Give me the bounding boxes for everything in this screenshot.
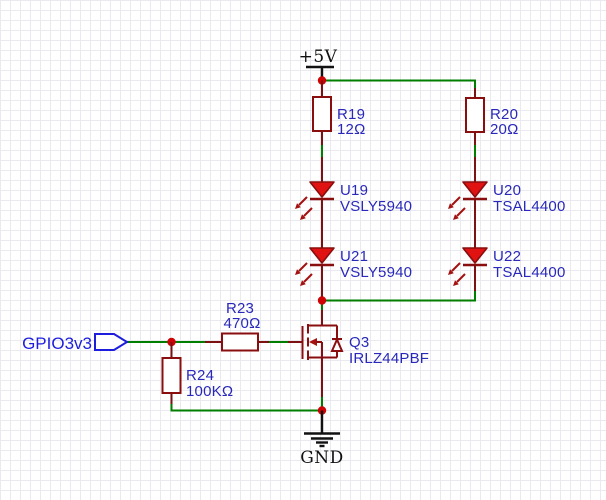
mosfet-q3-symbol[interactable] (288, 310, 344, 397)
u19-value-label[interactable]: VSLY5940 (340, 198, 412, 215)
u21-ref-label[interactable]: U21 (340, 248, 368, 265)
resistor-r23-symbol[interactable] (205, 332, 269, 352)
u21-value-label[interactable]: VSLY5940 (340, 264, 412, 281)
q3-ref-label[interactable]: Q3 (349, 334, 369, 351)
u22-value-label[interactable]: TSAL4400 (493, 264, 565, 281)
u19-ref-label[interactable]: U19 (340, 182, 368, 199)
power-flag-5v-icon[interactable] (306, 65, 334, 78)
wire-top-rail[interactable] (322, 79, 476, 90)
net-connector-gpio-icon[interactable] (94, 333, 129, 351)
r24-value-label[interactable]: 100KΩ (186, 383, 233, 400)
r23-ref-label[interactable]: R23 (226, 300, 254, 317)
junction-dot (317, 296, 327, 305)
resistor-r20-symbol[interactable] (465, 88, 485, 145)
led-emission-arrows-icon (447, 196, 466, 221)
led-emission-arrows-icon (294, 262, 313, 287)
u20-ref-label[interactable]: U20 (493, 182, 521, 199)
r20-value-label[interactable]: 20Ω (490, 121, 519, 138)
led-emission-arrows-icon (294, 196, 313, 221)
led-emission-arrows-icon (447, 262, 466, 287)
r20-ref-label[interactable]: R20 (490, 106, 518, 123)
led-u21-symbol[interactable] (294, 247, 335, 301)
power-5v-label[interactable]: +5V (299, 47, 338, 67)
resistor-r24-symbol[interactable] (161, 342, 182, 404)
r24-ref-label[interactable]: R24 (186, 367, 214, 384)
r19-value-label[interactable]: 12Ω (337, 121, 366, 138)
led-u20-symbol[interactable] (447, 157, 488, 248)
r23-value-label[interactable]: 470Ω (223, 315, 260, 332)
led-u19-symbol[interactable] (294, 157, 335, 248)
wire-mid-rail[interactable] (321, 290, 476, 311)
led-u22-symbol[interactable] (447, 247, 488, 291)
u22-ref-label[interactable]: U22 (493, 248, 521, 265)
power-gnd-label[interactable]: GND (300, 448, 344, 468)
resistor-r19-symbol[interactable] (312, 80, 332, 146)
gpio-net-label[interactable]: GPIO3v3 (22, 334, 92, 353)
ground-symbol-icon[interactable] (304, 410, 340, 448)
r19-ref-label[interactable]: R19 (337, 106, 365, 123)
q3-value-label[interactable]: IRLZ44PBF (349, 350, 429, 367)
u20-value-label[interactable]: TSAL4400 (493, 198, 565, 215)
